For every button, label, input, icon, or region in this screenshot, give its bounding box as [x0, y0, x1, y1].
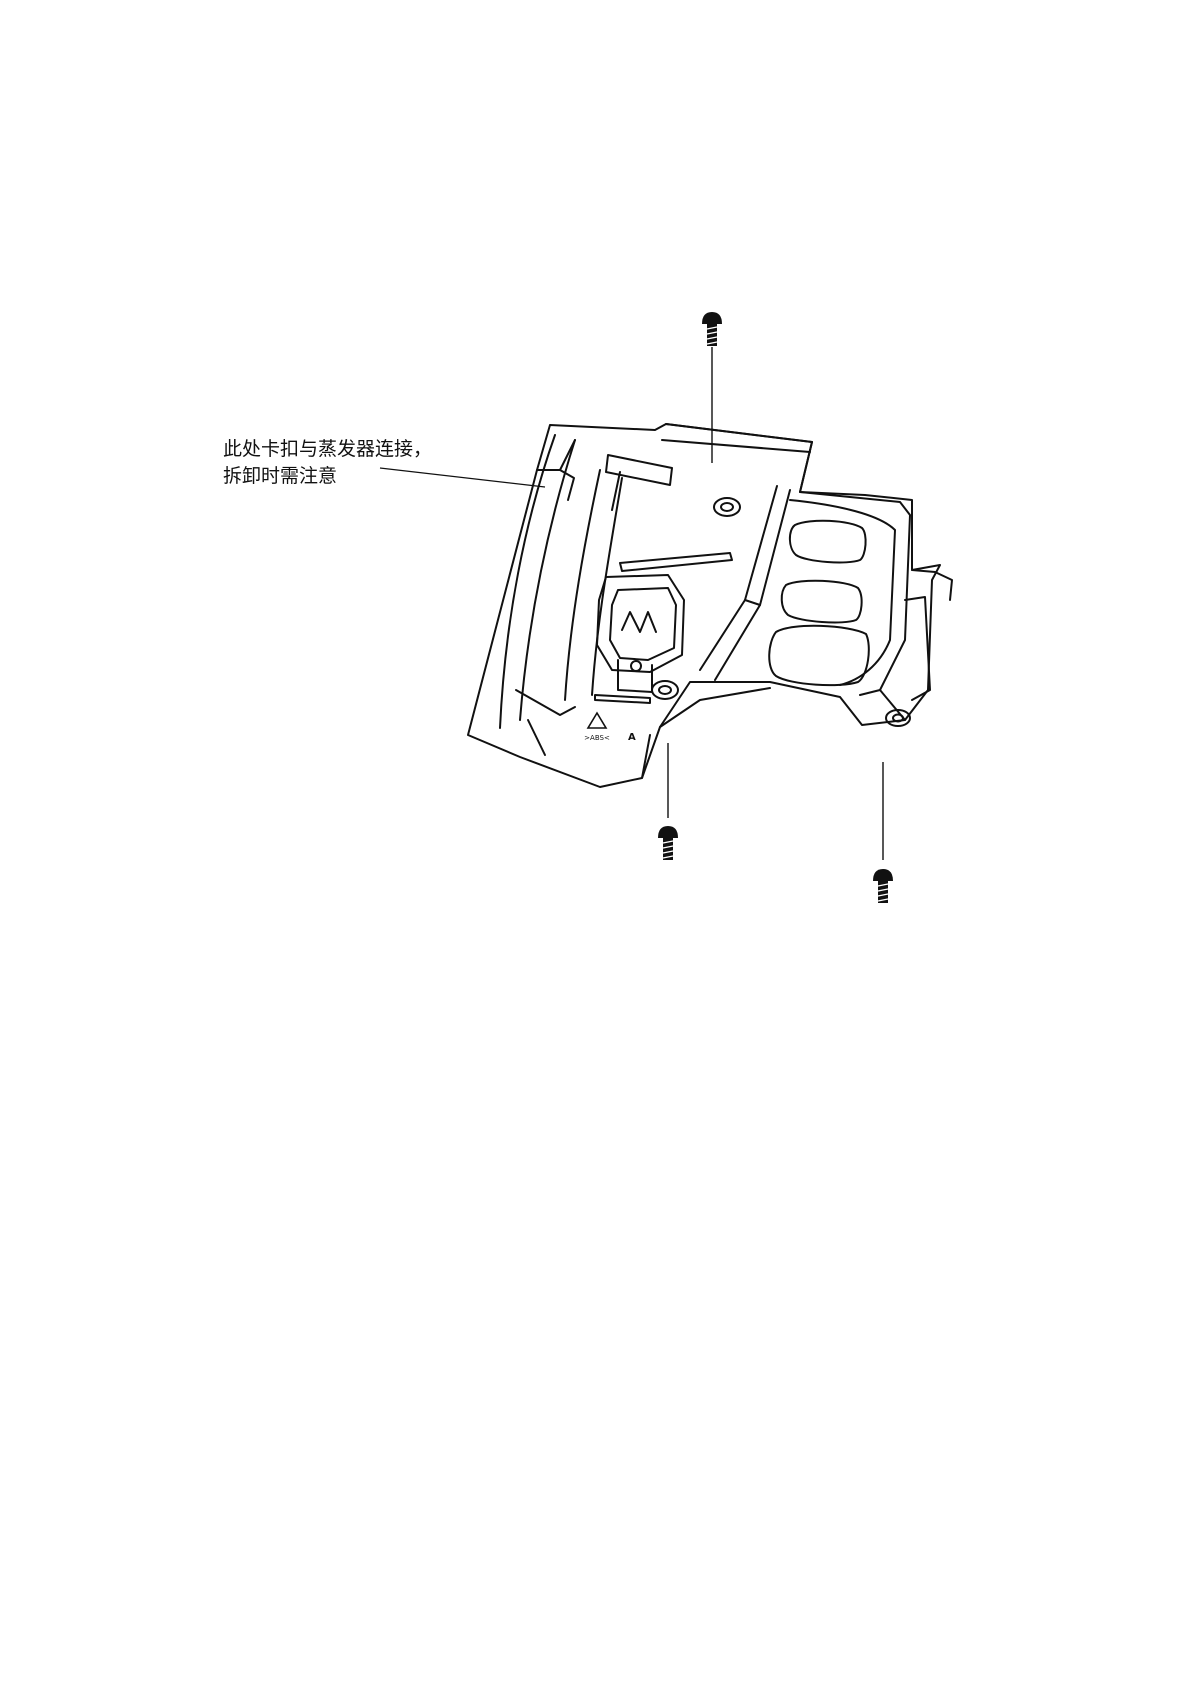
part-letter-mark: A [628, 732, 636, 743]
material-mark: >ABS< [584, 734, 610, 742]
evaporator-bracket-part [468, 424, 952, 787]
callout-line-2: 拆卸时需注意 [223, 463, 432, 490]
screw-top [702, 312, 722, 463]
callout-line-1: 此处卡扣与蒸发器连接， [223, 436, 432, 463]
screw-icon [702, 312, 722, 346]
screw-bottom-left [658, 743, 678, 860]
recycle-symbol-icon [588, 713, 606, 728]
clip-caution-callout: 此处卡扣与蒸发器连接， 拆卸时需注意 [223, 436, 432, 490]
screw-bottom-right [873, 762, 893, 903]
screw-icon [658, 826, 678, 860]
screw-icon [873, 869, 893, 903]
